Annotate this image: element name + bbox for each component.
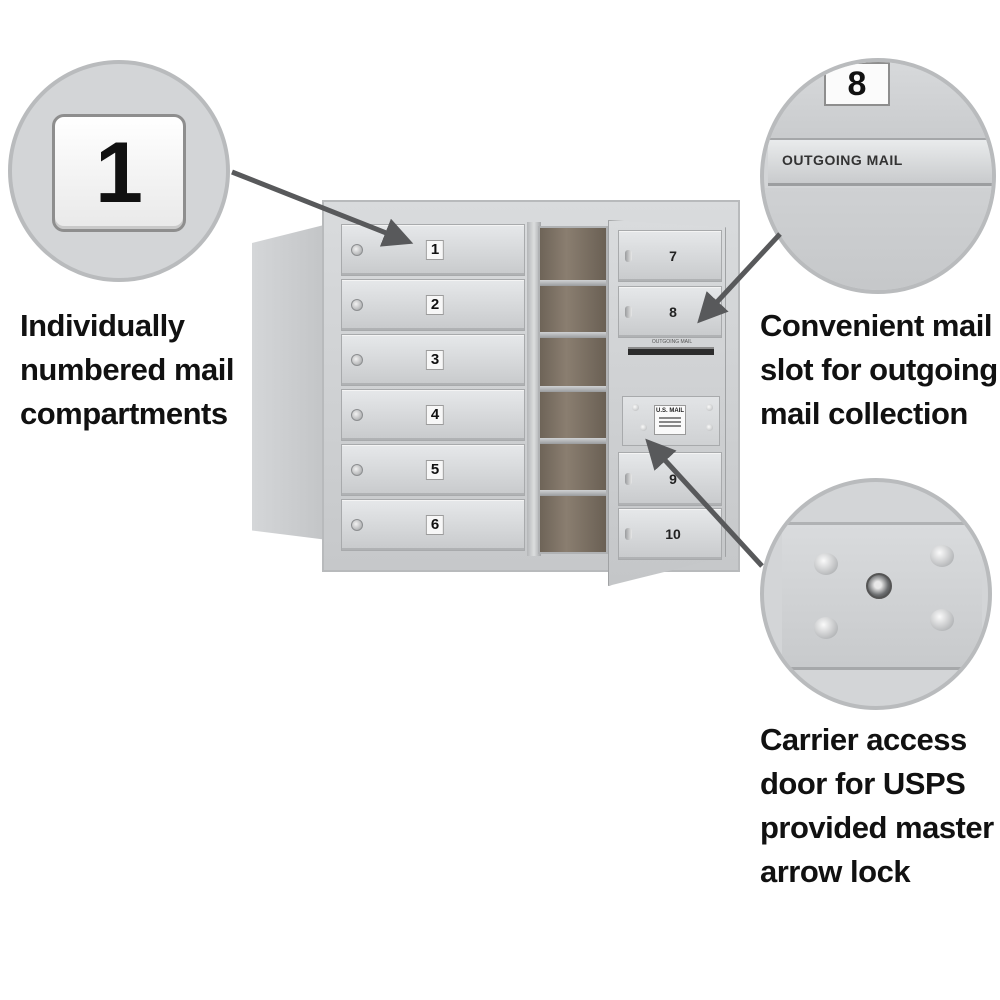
mailbox-side-panel: [252, 224, 328, 540]
lock-icon: [351, 244, 363, 256]
zoom-circle-carrier-lock: [760, 478, 992, 710]
arrow-lock-icon: [866, 573, 892, 599]
rivet-icon: [706, 404, 713, 411]
outgoing-slot-label: OUTGOING MAIL: [651, 339, 693, 345]
zoom-circle-outgoing-slot: 8 OUTGOING MAIL: [760, 58, 996, 294]
mail-compartment-door[interactable]: 1: [341, 224, 525, 276]
door-hinge: [527, 222, 541, 556]
compartment-number: 10: [665, 526, 681, 542]
mail-compartment-door[interactable]: 9: [618, 452, 722, 506]
rivet-icon: [814, 617, 838, 639]
lock-icon: [351, 464, 363, 476]
compartment-number: 3: [425, 350, 445, 370]
number-tag: 8: [824, 62, 890, 106]
rivet-icon: [706, 424, 713, 431]
outgoing-mail-label: OUTGOING MAIL: [768, 138, 992, 186]
usps-tag: U.S. MAIL: [654, 405, 686, 435]
lock-icon: [625, 306, 632, 318]
mail-compartment-door[interactable]: 8: [618, 286, 722, 338]
callout-outgoing-slot: Convenient mail slot for outgoing mail c…: [760, 308, 998, 431]
rivet-icon: [632, 404, 639, 411]
lock-icon: [625, 528, 632, 540]
compartment-number: 7: [669, 248, 677, 264]
outgoing-mail-slot[interactable]: [628, 347, 714, 355]
rivet-icon: [930, 545, 954, 567]
compartment-number: 8: [669, 304, 677, 320]
mail-compartment-door[interactable]: 3: [341, 334, 525, 386]
mail-compartment-door[interactable]: 2: [341, 279, 525, 331]
compartment-number: 6: [425, 515, 445, 535]
rivet-icon: [814, 553, 838, 575]
number-tag: 1: [52, 114, 186, 232]
mail-compartment-door[interactable]: 6: [341, 499, 525, 551]
mail-compartment-door[interactable]: 4: [341, 389, 525, 441]
mail-compartment-door[interactable]: 7: [618, 230, 722, 282]
lock-icon: [351, 354, 363, 366]
lock-icon: [351, 299, 363, 311]
rivet-icon: [640, 424, 647, 431]
lock-icon: [351, 519, 363, 531]
compartment-number: 9: [669, 471, 677, 487]
lock-icon: [625, 473, 632, 485]
compartment-number: 4: [425, 405, 445, 425]
compartment-number: 1: [425, 240, 445, 260]
outgoing-mail-label-text: OUTGOING MAIL: [782, 152, 903, 168]
lock-icon: [625, 250, 632, 262]
compartment-number: 5: [425, 460, 445, 480]
zoom-circle-compartment-number: 1: [8, 60, 230, 282]
number-tag-value: 1: [95, 125, 143, 221]
mail-compartment-door[interactable]: 10: [618, 508, 722, 560]
callout-carrier-access: Carrier access door for USPS provided ma…: [760, 722, 994, 889]
rivet-icon: [930, 609, 954, 631]
compartment-number: 2: [425, 295, 445, 315]
carrier-lock-plate: [782, 522, 982, 670]
lock-icon: [351, 409, 363, 421]
callout-compartments: Individually numbered mail compartments: [20, 308, 235, 431]
mail-compartment-door[interactable]: 5: [341, 444, 525, 496]
